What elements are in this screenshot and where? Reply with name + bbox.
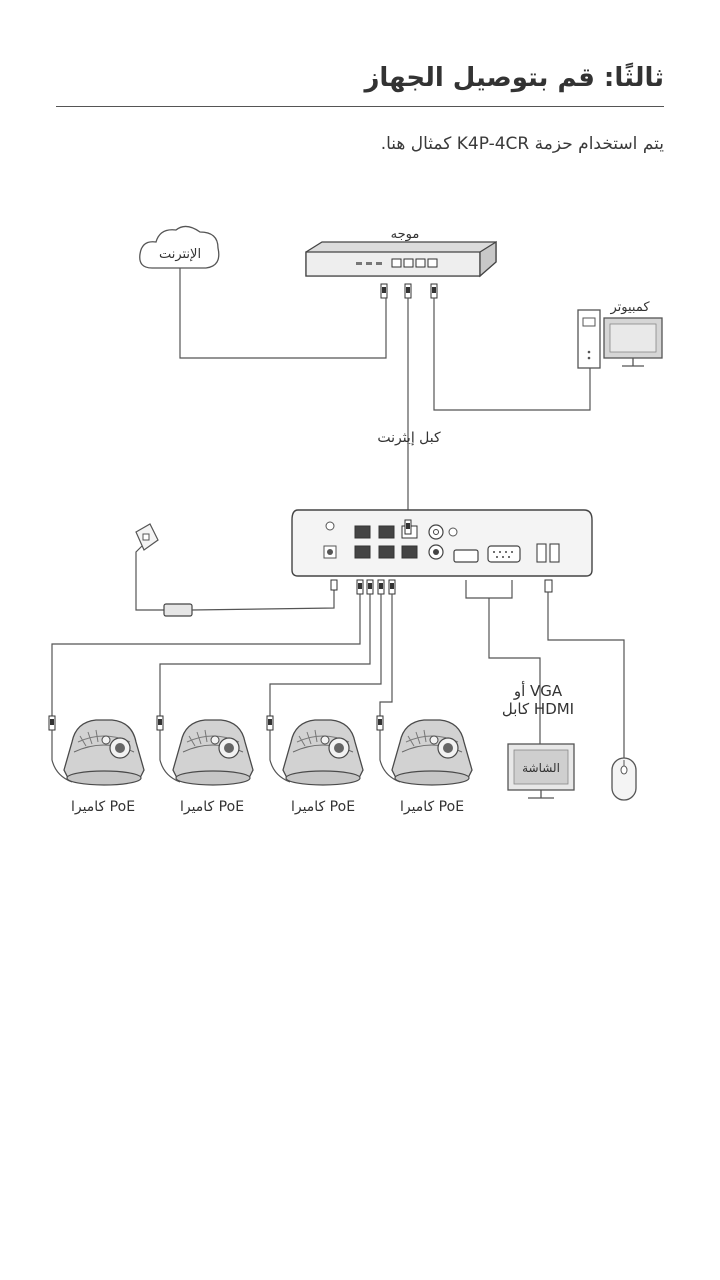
computer-label: كمبيوتر xyxy=(609,300,650,315)
ethernet-cable-label: كبل إيثرنت xyxy=(377,430,441,446)
camera-label-2: كاميرا PoE xyxy=(180,799,244,815)
poe-camera-3 xyxy=(283,720,363,785)
mouse-cable xyxy=(545,580,624,760)
monitor-label: الشاشة xyxy=(522,761,560,775)
camera-label-4: كاميرا PoE xyxy=(400,799,464,815)
camera-label-3: كاميرا PoE xyxy=(291,799,355,815)
nvr-recorder xyxy=(292,510,592,576)
poe-camera-plugs xyxy=(357,580,395,594)
camera-cables xyxy=(52,594,392,718)
display-cable xyxy=(466,580,540,744)
router-cable-plugs xyxy=(381,284,437,298)
internet-label: الإنترنت xyxy=(159,247,201,262)
poe-camera-1 xyxy=(64,720,144,785)
router-label: موجه xyxy=(391,227,420,242)
poe-camera-4 xyxy=(392,720,472,785)
computer: كمبيوتر xyxy=(578,300,662,368)
poe-camera-2 xyxy=(173,720,253,785)
display-cable-label-line1: أو VGA xyxy=(513,681,563,700)
display-cable-label-line2: كابل HDMI xyxy=(502,700,574,718)
internet-cloud: الإنترنت xyxy=(140,226,219,268)
router: موجه xyxy=(306,227,496,276)
network-cables xyxy=(180,268,590,520)
monitor: الشاشة xyxy=(508,744,574,798)
camera-label-1: كاميرا PoE xyxy=(71,799,135,815)
mouse xyxy=(612,758,636,800)
